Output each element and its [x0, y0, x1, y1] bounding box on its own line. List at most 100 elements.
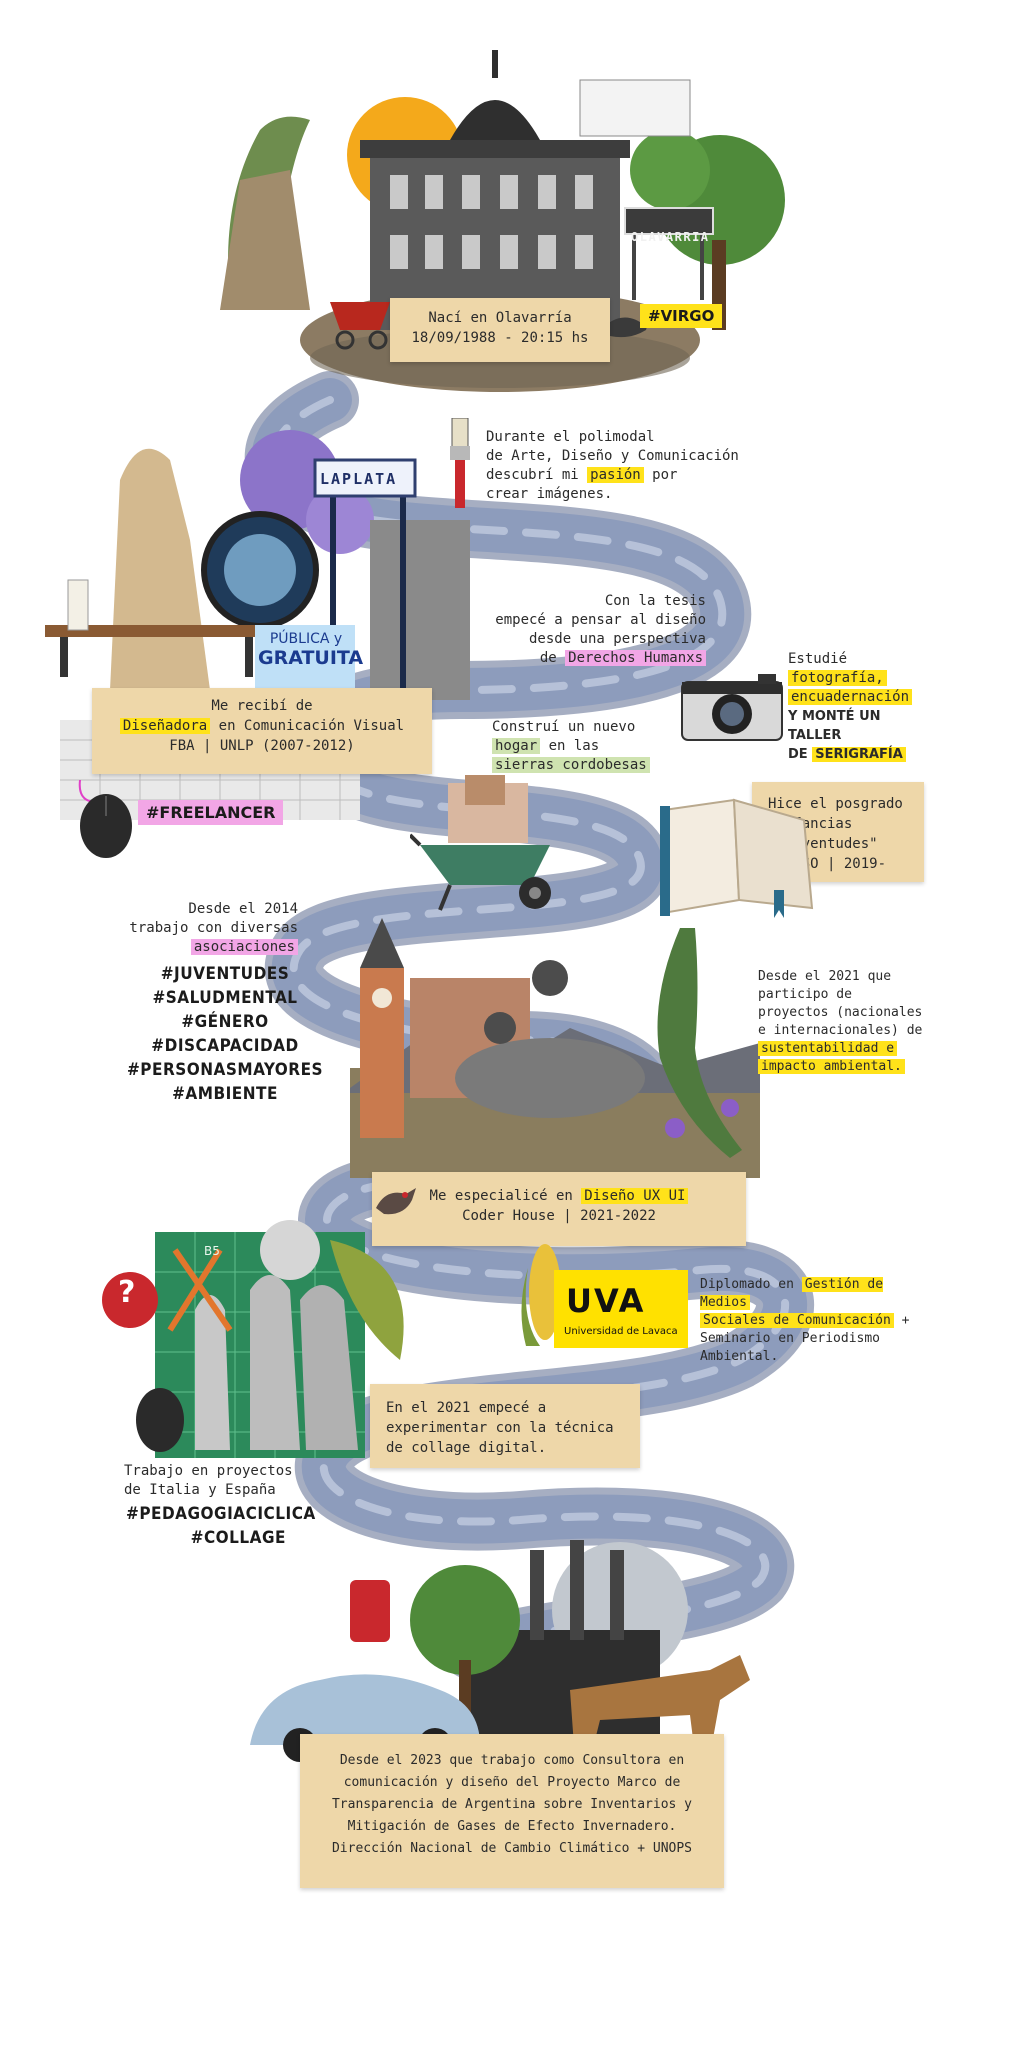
- collage-note: En el 2021 empecé a experimentar con la …: [370, 1384, 640, 1468]
- statue-figure: [195, 1295, 230, 1450]
- rock: [220, 170, 310, 310]
- sierras-line-1: Construí un nuevo: [492, 719, 636, 735]
- studied-line-4: Y MONTÉ UN TALLER: [788, 709, 881, 743]
- studied-text: Estudié fotografía, encuadernación Y MON…: [788, 650, 938, 764]
- hashtag-pedagogiaciclica: #PEDAGOGIACICLICA: [126, 1504, 316, 1524]
- italia-line-1: Trabajo en proyectos: [124, 1463, 293, 1479]
- river-highlight: [269, 396, 790, 1654]
- hashtag-ambiente: #AMBIENTE: [172, 1084, 278, 1104]
- studied-line-5: DE SERIGRAFÍA: [788, 745, 938, 764]
- purple-flower: [665, 1118, 685, 1138]
- laplata-sign-pole: [330, 465, 336, 725]
- italia-line-2: de Italia y España: [124, 1482, 276, 1498]
- asociaciones-text: Desde el 2014 trabajo con diversas asoci…: [112, 900, 298, 957]
- building-windows: [390, 175, 593, 269]
- statue-figure-3: [300, 1285, 358, 1450]
- consultora-line-1: Desde el 2023 que trabajo como Consultor…: [339, 1753, 685, 1768]
- cardinal-bird-icon: [376, 1188, 416, 1215]
- consultora-line-2: comunicación y diseño del Proyecto Marco…: [343, 1775, 681, 1790]
- polimodal-line-3: descubrí mi pasión por: [486, 467, 678, 483]
- moses-statue: [110, 448, 210, 690]
- vw-beetle-car: [250, 1674, 480, 1745]
- proyectos-line-5: sustentabilidad e: [758, 1040, 948, 1058]
- placard-line-1: PÚBLICA y: [269, 631, 343, 647]
- proyectos2021-text: Desde el 2021 que participo de proyectos…: [758, 968, 948, 1076]
- purple-flower-2: [721, 1099, 739, 1117]
- birth-line-1: Nací en Olavarría: [428, 310, 572, 326]
- consultora-note: Desde el 2023 que trabajo como Consultor…: [300, 1734, 724, 1888]
- university-seal-inner: [224, 534, 296, 606]
- collage-line-3: de collage digital.: [386, 1440, 547, 1456]
- women-photo-head-2: [484, 1012, 516, 1044]
- potato-flower-plant: [657, 928, 742, 1158]
- leaves: [330, 1240, 404, 1360]
- cow: [570, 1655, 750, 1760]
- soda-can-icon: [350, 1580, 390, 1642]
- climate-collage: [250, 1540, 750, 1762]
- women-photo-head: [532, 960, 568, 996]
- asociaciones-line-2: trabajo con diversas: [129, 920, 298, 936]
- polimodal-line-4: crear imágenes.: [486, 486, 613, 502]
- clock-tower-spire: [360, 918, 404, 968]
- uva-logo-subtitle: Universidad de Lavaca: [564, 1326, 678, 1337]
- degree-line-3: FBA | UNLP (2007-2012): [169, 738, 355, 754]
- birth-line-2: 18/09/1988 - 20:15 hs: [411, 330, 589, 346]
- olavarria-sign-board: [624, 207, 714, 235]
- open-book-icon: [660, 798, 814, 918]
- consultora-line-3: Transparencia de Argentina sobre Inventa…: [331, 1797, 693, 1812]
- polimodal-line-2: de Arte, Diseño y Comunicación: [486, 448, 739, 464]
- collage-statues-scene: [102, 1220, 404, 1458]
- diplomado-line-3: Seminario en Periodismo: [700, 1331, 881, 1346]
- paintbrush-icon: [450, 418, 470, 508]
- question-mark-glyph: ?: [118, 1275, 136, 1310]
- tree: [410, 1565, 520, 1675]
- calendar-strip: [579, 79, 691, 137]
- women-photo: [455, 1038, 645, 1118]
- polimodal-line-1: Durante el polimodal: [486, 429, 655, 445]
- posgrado-line-1: Hice el posgrado: [768, 796, 903, 812]
- sierras-line-3: sierras cordobesas: [492, 756, 662, 775]
- ux-line-2: Coder House | 2021-2022: [462, 1208, 656, 1224]
- park-bench: [45, 625, 275, 637]
- corn-cob-icon: [521, 1244, 561, 1346]
- dome: [450, 100, 540, 140]
- freelancer-hashtag: #FREELANCER: [138, 800, 284, 825]
- baby-carriage-icon: [330, 302, 390, 330]
- sign-post: [632, 220, 636, 300]
- consultora-line-5: Dirección Nacional de Cambio Climático +…: [331, 1841, 693, 1856]
- uva-logo-text: UVA: [566, 1282, 646, 1320]
- sierras-text: Construí un nuevo hogar en las sierras c…: [492, 718, 662, 775]
- hashtag-saludmental: #SALUDMENTAL: [152, 988, 298, 1008]
- laplata-sign: LAPLATA: [320, 470, 398, 488]
- publica-gratuita-placard: PÚBLICA y GRATUITA: [258, 630, 363, 668]
- chimney: [530, 1550, 544, 1640]
- water-bottle-icon: [67, 579, 89, 631]
- italia-text: Trabajo en proyectos de Italia y España: [124, 1462, 324, 1500]
- mouse-icon: [78, 780, 132, 858]
- degree-note: Me recibí de Diseñadora en Comunicación …: [92, 688, 432, 774]
- collage-line-2: experimentar con la técnica: [386, 1420, 614, 1436]
- statue-figure-2: [250, 1275, 300, 1450]
- tesis-line-4: de Derechos Humanxs: [488, 649, 706, 668]
- dome-spire: [492, 50, 498, 78]
- tesis-text: Con la tesis empecé a pensar al diseño d…: [488, 592, 706, 668]
- carriage-wheel-2: [368, 330, 388, 350]
- cordoba-collage: [350, 918, 760, 1178]
- asociaciones-hashtags: #JUVENTUDES #SALUDMENTAL #GÉNERO #DISCAP…: [120, 962, 330, 1106]
- uva-logo: UVA Universidad de Lavaca: [554, 1270, 688, 1348]
- ux-note: Me especialicé en Diseño UX UI Coder Hou…: [372, 1172, 746, 1246]
- cutting-mat-label: B5: [204, 1244, 220, 1258]
- diplomado-text: Diplomado en Gestión de Medios Sociales …: [700, 1276, 940, 1366]
- hashtag-personasmayores: #PERSONASMAYORES: [126, 1060, 324, 1080]
- tesis-line-1: Con la tesis: [604, 593, 706, 609]
- proyectos-line-6: impacto ambiental.: [758, 1058, 948, 1076]
- studied-line-2: fotografía,: [788, 669, 938, 688]
- studied-line-3: encuadernación: [788, 688, 938, 707]
- sierras-line-2: hogar en las: [492, 737, 662, 756]
- tesis-line-2: empecé a pensar al diseño: [495, 612, 706, 628]
- question-mark-icon: [102, 1272, 158, 1328]
- diplomado-line-4: Ambiental.: [700, 1349, 779, 1364]
- proyectos-line-3: proyectos (nacionales: [758, 1005, 923, 1020]
- building-roof: [360, 140, 630, 158]
